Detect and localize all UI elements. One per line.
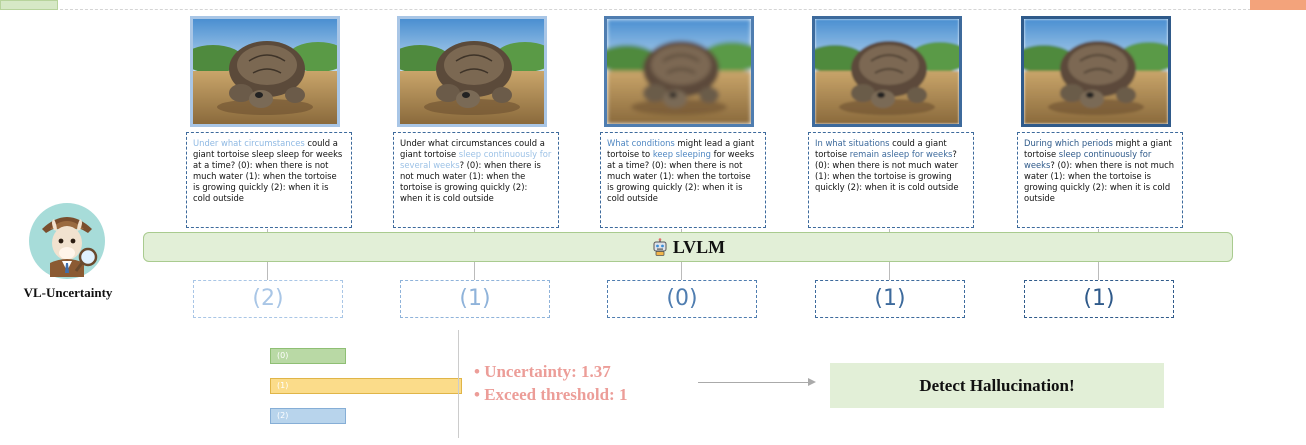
result-arrow-head	[808, 378, 816, 386]
question-text-box: Under what circumstances could a giant t…	[186, 132, 352, 228]
lvlm-label: LVLM	[144, 237, 1232, 258]
paraphrase-highlight: What conditions	[607, 138, 675, 148]
top-dashed-divider	[60, 9, 1256, 10]
answer-box: (1)	[815, 280, 965, 318]
connector-line	[474, 262, 475, 280]
result-arrow	[698, 382, 810, 383]
answer-box: (1)	[400, 280, 550, 318]
uncertainty-summary: Uncertainty: 1.37 Exceed threshold: 1	[474, 360, 627, 406]
answer-option-label: (0)	[277, 351, 289, 360]
llama-detective-icon	[29, 203, 105, 279]
tortoise-photo-art	[815, 19, 959, 124]
question-text: Under what circumstances could a giant t…	[400, 138, 545, 159]
connector-line	[681, 262, 682, 280]
question-text: could a giant tortoise	[815, 138, 947, 159]
connector-line	[1098, 262, 1099, 280]
paraphrase-highlight: In what situations	[815, 138, 890, 148]
question-text: might a giant tortoise	[1024, 138, 1172, 159]
detect-hallucination-box: Detect Hallucination!	[830, 363, 1164, 408]
answer-frequency-bar: (0)	[270, 348, 346, 364]
connector-line	[889, 229, 890, 232]
question-text: ? (0): when there is not much water (1):…	[1024, 160, 1175, 203]
tortoise-image	[604, 16, 754, 127]
tortoise-photo-art	[193, 19, 337, 124]
lvlm-bar: LVLM	[143, 232, 1233, 262]
question-text: might lead a giant tortoise to	[607, 138, 755, 159]
tortoise-image	[812, 16, 962, 127]
results-bracket	[458, 330, 465, 438]
tortoise-image	[397, 16, 547, 127]
connector-line	[267, 229, 268, 232]
corner-tab-right	[1250, 0, 1306, 10]
answer-box: (1)	[1024, 280, 1174, 318]
paraphrase-highlight: sleep continuously for several weeks	[400, 149, 552, 170]
tortoise-photo-art	[607, 19, 751, 124]
question-text: for weeks at a time? (0): when there is …	[607, 149, 755, 203]
question-text: ? (0): when there is not much water (1):…	[815, 149, 959, 192]
paraphrase-highlight: sleep continuously for weeks	[1024, 149, 1152, 170]
question-text-box: Under what circumstances could a giant t…	[393, 132, 559, 228]
uncertainty-value: Uncertainty: 1.37	[474, 360, 627, 383]
answer-box: (2)	[193, 280, 343, 318]
answer-option-label: (2)	[277, 411, 289, 420]
connector-line	[889, 262, 890, 280]
question-text-box: In what situations could a giant tortois…	[808, 132, 974, 228]
connector-line	[1098, 229, 1099, 232]
tortoise-image	[1021, 16, 1171, 127]
model-label: VL-Uncertainty	[23, 285, 113, 300]
tortoise-image	[190, 16, 340, 127]
answer-box: (0)	[607, 280, 757, 318]
answer-option-label: (1)	[277, 381, 289, 390]
connector-line	[267, 262, 268, 280]
paraphrase-highlight: remain asleep for weeks	[849, 149, 953, 159]
answer-frequency-bar: (1)	[270, 378, 462, 394]
question-text-box: What conditions might lead a giant torto…	[600, 132, 766, 228]
question-text: could a giant tortoise sleep sleep for w…	[193, 138, 343, 203]
paraphrase-highlight: keep sleeping	[652, 149, 711, 159]
question-text: ? (0): when there is not much water (1):…	[400, 160, 541, 203]
question-text-box: During which periods might a giant torto…	[1017, 132, 1183, 228]
connector-line	[474, 229, 475, 232]
paraphrase-highlight: Under what circumstances	[193, 138, 305, 148]
connector-line	[681, 229, 682, 232]
tortoise-photo-art	[1024, 19, 1168, 124]
paraphrase-highlight: During which periods	[1024, 138, 1113, 148]
tortoise-photo-art	[400, 19, 544, 124]
threshold-value: Exceed threshold: 1	[474, 383, 627, 406]
robot-icon	[653, 238, 667, 256]
corner-tab-left	[0, 0, 58, 10]
answer-frequency-bar: (2)	[270, 408, 346, 424]
